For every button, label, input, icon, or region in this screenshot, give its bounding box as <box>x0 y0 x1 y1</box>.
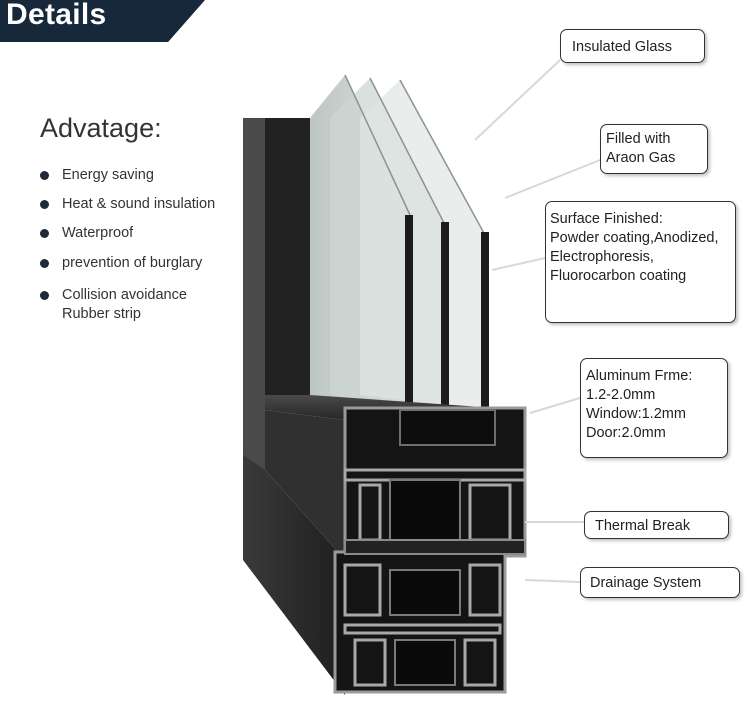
glass-panes <box>310 74 489 415</box>
callout-aluminum-frame: Aluminum Frme: 1.2-2.0mm Window:1.2mm Do… <box>580 358 728 458</box>
callout-thermal-break: Thermal Break <box>584 511 729 539</box>
frame-side <box>243 118 345 695</box>
advantage-text: Energy saving <box>62 167 154 183</box>
callout-drainage-system: Drainage System <box>580 567 740 598</box>
callout-surface-finished: Surface Finished: Powder coating,Anodize… <box>545 201 736 323</box>
advantage-text: Collision avoidance Rubber strip <box>62 287 187 322</box>
advantage-text: Waterproof <box>62 225 134 241</box>
bullet-icon <box>40 229 49 238</box>
advantage-text: Heat & sound insulation <box>62 196 216 212</box>
bullet-icon <box>40 259 49 268</box>
callout-filled-gas: Filled with Araon Gas <box>600 124 708 174</box>
callout-insulated-glass: Insulated Glass <box>560 29 705 63</box>
header-title: Details <box>6 0 107 31</box>
bullet-icon <box>40 291 49 300</box>
header-banner <box>0 0 205 42</box>
bullet-icon <box>40 171 49 180</box>
advantages-title: Advatage: <box>40 113 162 143</box>
bullet-icon <box>40 200 49 209</box>
profile-cross-section <box>333 406 527 694</box>
advantage-text: prevention of burglary <box>62 255 203 271</box>
